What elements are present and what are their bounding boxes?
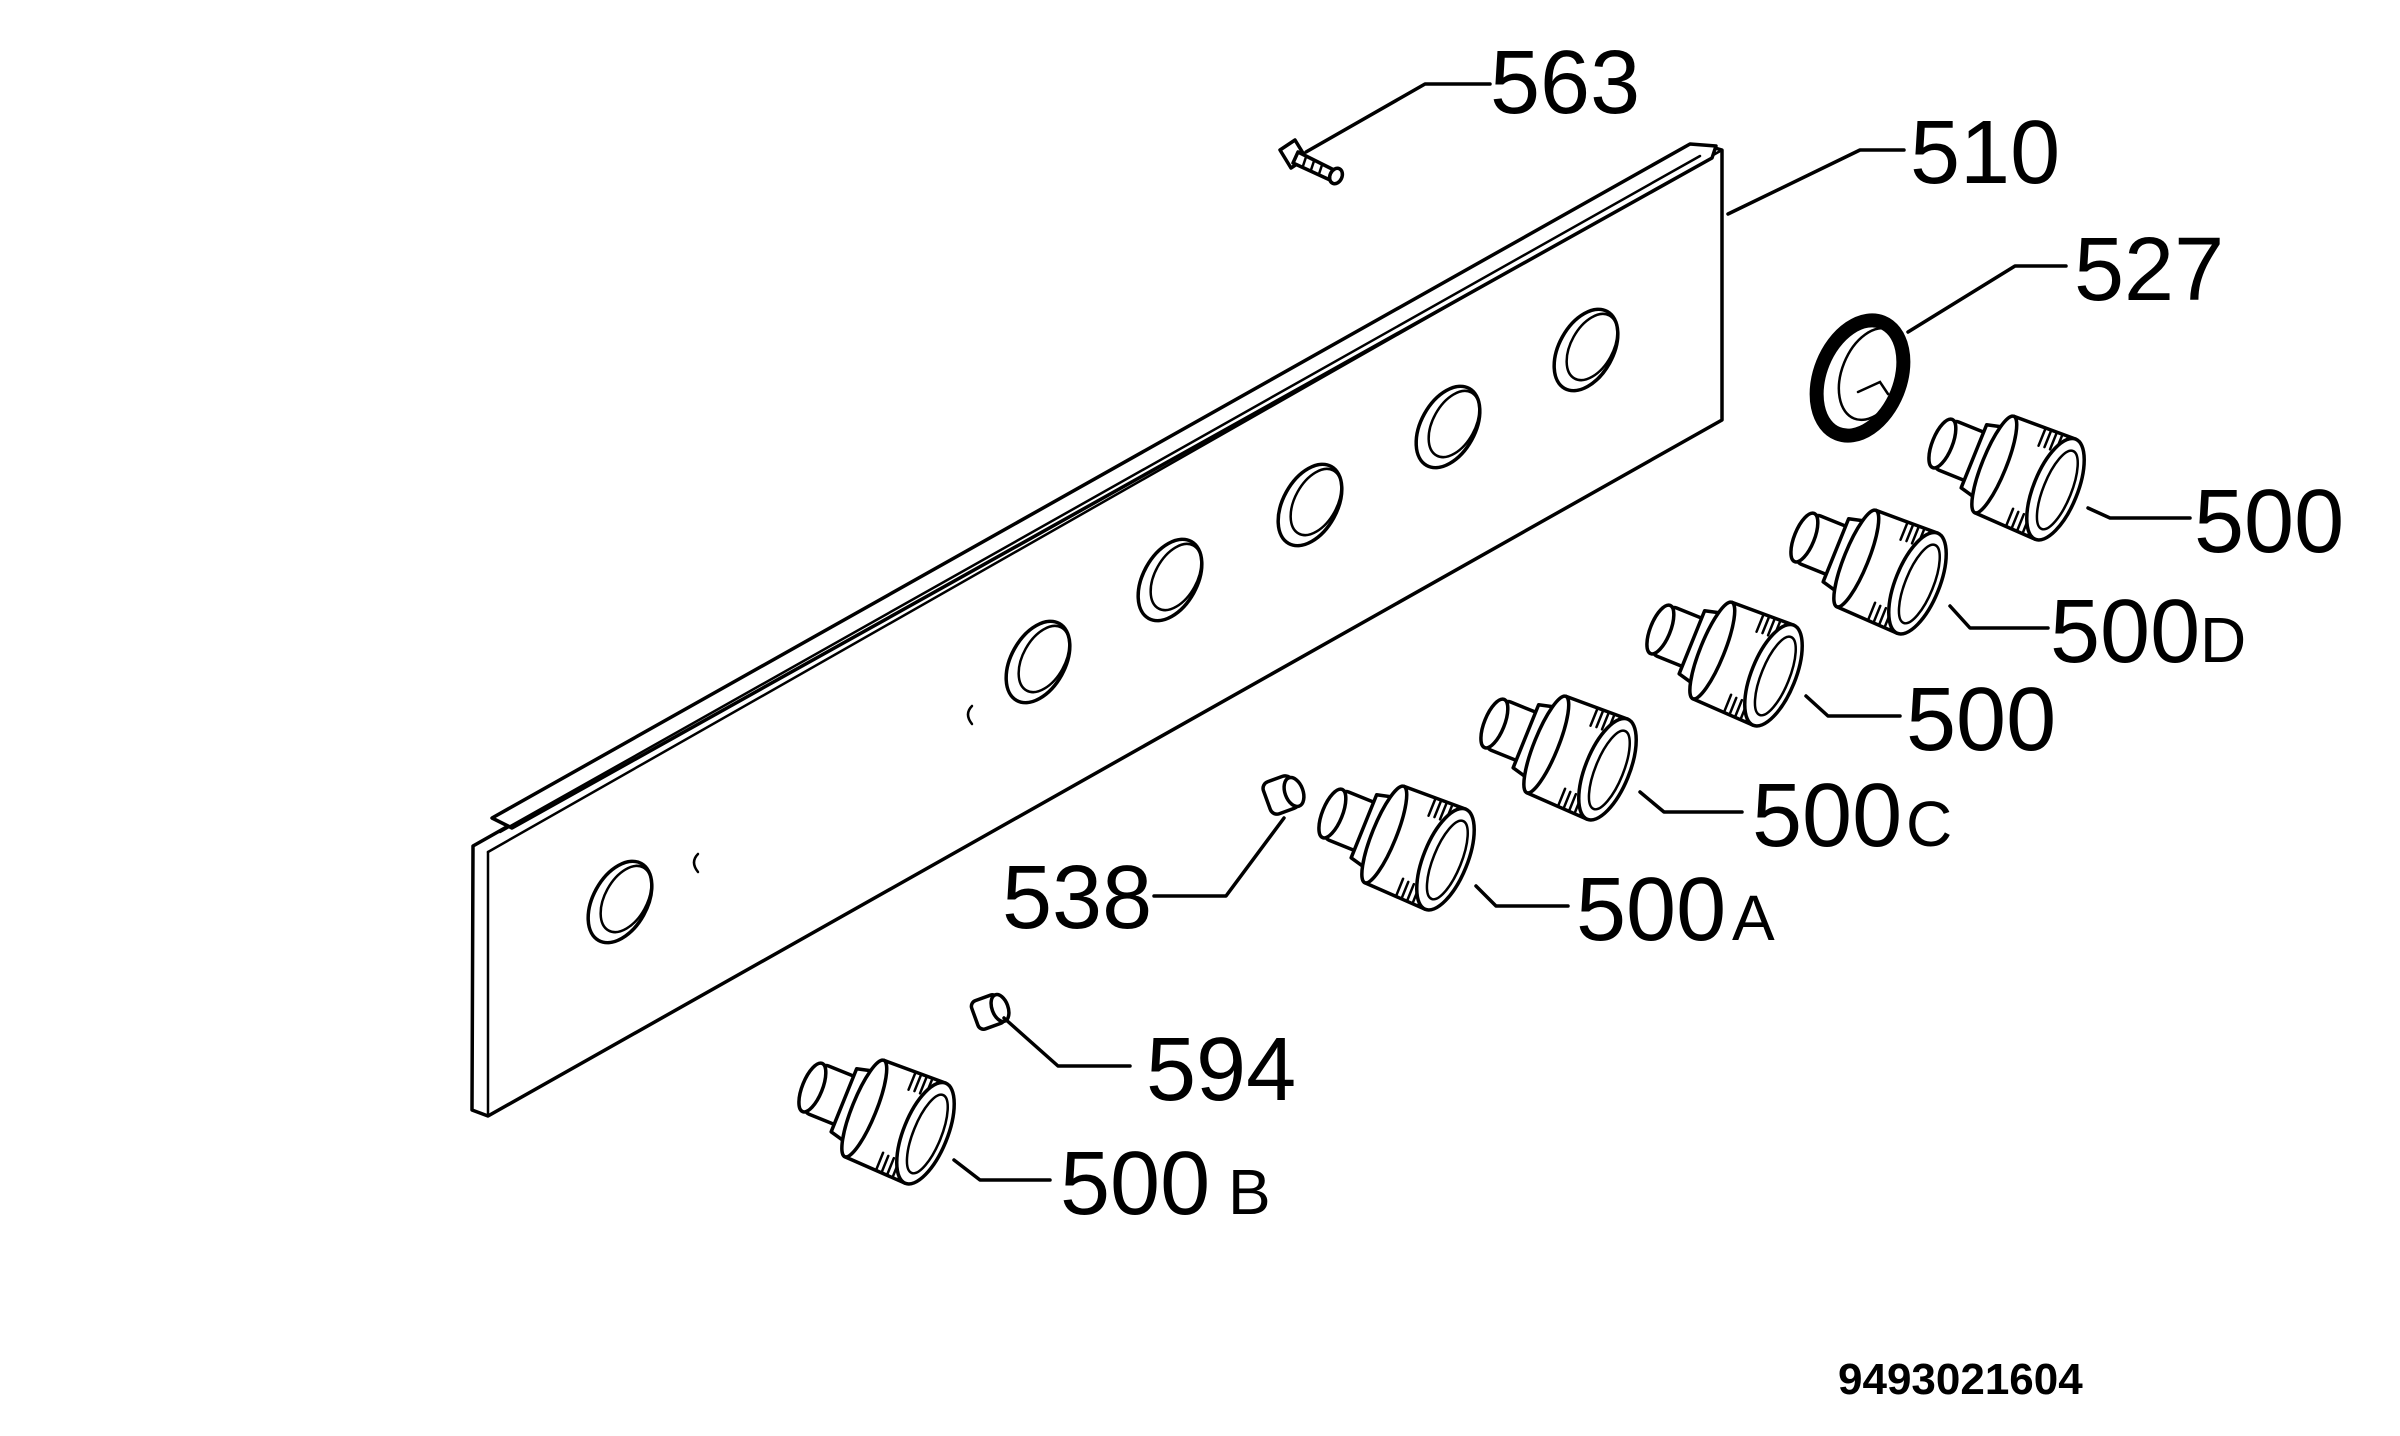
panel-hole-1 xyxy=(586,859,654,945)
panel-hole-4 xyxy=(1276,462,1344,548)
label-500c-suffix: C xyxy=(1906,788,1952,860)
screw-563 xyxy=(1278,82,1492,186)
label-538: 538 xyxy=(1002,848,1152,948)
label-500d: 500 xyxy=(2050,582,2200,682)
label-527: 527 xyxy=(2074,220,2224,320)
spacer-538 xyxy=(1152,774,1306,898)
label-500c: 500 xyxy=(1752,766,1902,866)
panel-hole-5 xyxy=(1414,384,1482,470)
panel-hole-2 xyxy=(1004,619,1072,705)
document-number: 9493021604 xyxy=(1838,1355,2083,1404)
knob-500-top xyxy=(1911,387,2098,550)
label-500-top: 500 xyxy=(2194,472,2344,572)
label-500a-suffix: A xyxy=(1732,882,1775,954)
knob-500-middle xyxy=(1629,573,1816,736)
knob-500a xyxy=(1301,757,1488,920)
label-500d-suffix: D xyxy=(2200,604,2246,676)
panel-hole-3 xyxy=(1136,537,1204,623)
knob-500b xyxy=(781,1031,968,1194)
knob-500d xyxy=(1773,481,1960,644)
label-510-group: 510 xyxy=(1726,103,2060,216)
label-594: 594 xyxy=(1146,1020,1296,1120)
label-500a: 500 xyxy=(1576,860,1726,960)
label-500b-suffix: B xyxy=(1228,1156,1271,1228)
ring-527 xyxy=(1809,264,2068,443)
spring-594 xyxy=(969,992,1132,1068)
control-panel-510 xyxy=(470,142,1724,1118)
label-500-middle: 500 xyxy=(1906,670,2056,770)
knob-500c xyxy=(1463,667,1650,830)
label-563: 563 xyxy=(1490,33,1640,133)
label-510: 510 xyxy=(1910,103,2060,203)
panel-hole-6 xyxy=(1552,307,1620,393)
label-500b: 500 xyxy=(1060,1134,1210,1234)
